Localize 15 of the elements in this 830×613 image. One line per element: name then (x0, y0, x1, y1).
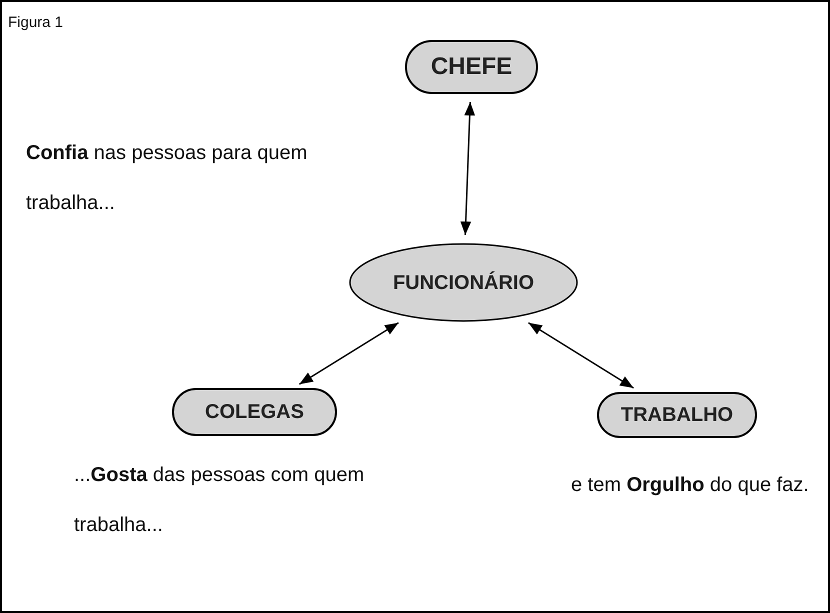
figure-number: Figura 1 (8, 13, 64, 33)
node-label: FUNCIONÁRIO (392, 270, 534, 296)
rounded-node (597, 392, 757, 438)
node-label: TRABALHO (620, 403, 734, 428)
node-label: COLEGAS (205, 400, 304, 425)
double-arrow (298, 322, 399, 385)
rounded-node (172, 388, 337, 436)
caption-text: e tem Orgulho do que faz. (571, 473, 810, 498)
double-arrow (528, 322, 634, 389)
node-label: CHEFE (430, 52, 512, 82)
caption-text: ...Gosta das pessoas com quem trabalha... (74, 463, 366, 538)
caption-text: Confia nas pessoas para quem trabalha... (26, 141, 308, 216)
double-arrow (460, 102, 476, 236)
rounded-node (405, 40, 538, 94)
ellipse-node (349, 243, 578, 322)
